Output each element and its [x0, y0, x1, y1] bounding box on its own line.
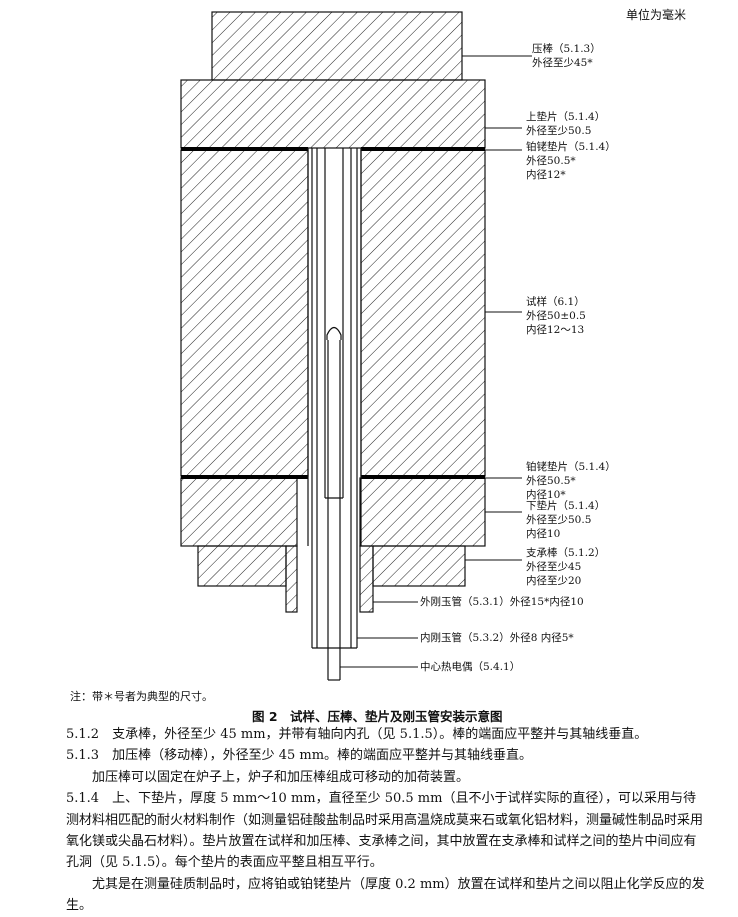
unit-label: 单位为毫米	[626, 8, 687, 22]
upper-pad	[180, 79, 486, 149]
body-text: 5.1.2 支承棒，外径至少 45 mm，并带有轴向内孔（见 5.1.5）。棒的…	[66, 724, 708, 917]
press-rod	[211, 11, 463, 81]
outer-tube-right	[359, 545, 374, 613]
label-pt-rh-bottom: 铂铑垫片（5.1.4）外径50.5*内径10*	[526, 461, 616, 501]
label-upper-pad: 上垫片（5.1.4）外径至少50.5	[526, 111, 606, 137]
label-press-rod: 压棒（5.1.3）外径至少45*	[532, 43, 601, 69]
label-thermocouple: 中心热电偶（5.4.1）	[420, 661, 521, 673]
label-inner-tube: 内刚玉管（5.3.2）外径8 内径5*	[420, 632, 574, 644]
specimen-left	[180, 149, 309, 477]
label-outer-tube: 外刚玉管（5.3.1）外径15*内径10	[420, 596, 584, 608]
paragraph-press-rod-note: 加压棒可以固定在炉子上，炉子和加压棒组成可移动的加荷装置。	[92, 769, 470, 785]
lower-pad-left	[180, 477, 298, 547]
figure-caption: 图 2 试样、压棒、垫片及刚玉管安装示意图	[252, 709, 503, 724]
lower-pad-right	[359, 477, 486, 547]
paragraph-5-1-3: 5.1.3 加压棒（移动棒），外径至少 45 mm。棒的端面应平整并与其轴线垂直…	[66, 748, 533, 764]
paragraph-5-1-2: 5.1.2 支承棒，外径至少 45 mm，并带有轴向内孔（见 5.1.5）。棒的…	[66, 727, 648, 742]
specimen-right	[360, 149, 486, 477]
paragraph-silica-note: 尤其是在测量硅质制品时，应将铂或铂铑垫片（厚度 0.2 mm）放置在试样和垫片之…	[66, 876, 705, 914]
thermocouple-tip	[326, 326, 342, 340]
paragraph-5-1-4: 5.1.4 上、下垫片，厚度 5 mm～10 mm，直径至少 50.5 mm（且…	[66, 791, 704, 871]
support-rod-left	[197, 545, 287, 587]
support-rod-right	[372, 545, 466, 587]
outer-tube-left	[285, 545, 298, 613]
figure-note: 注：带＊号者为典型的尺寸。	[70, 690, 213, 703]
label-pt-rh-top: 铂铑垫片（5.1.4）外径50.5*内径12*	[526, 141, 616, 181]
installation-diagram	[180, 11, 532, 681]
